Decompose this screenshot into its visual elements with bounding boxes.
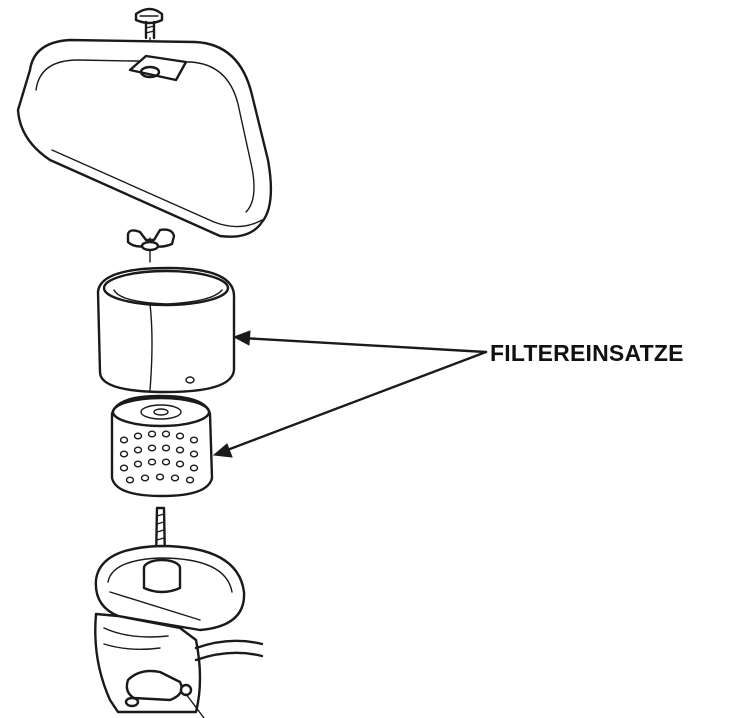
wing-nut-icon	[126, 228, 176, 252]
filter-elements-label: FILTEREINSATZE	[490, 340, 684, 366]
label-arrows	[212, 330, 488, 458]
screw-icon	[134, 7, 164, 61]
paper-filter-element	[110, 394, 214, 498]
air-cleaner-cover	[16, 38, 273, 238]
foam-filter-element	[96, 266, 236, 394]
air-cleaner-base	[94, 506, 264, 718]
